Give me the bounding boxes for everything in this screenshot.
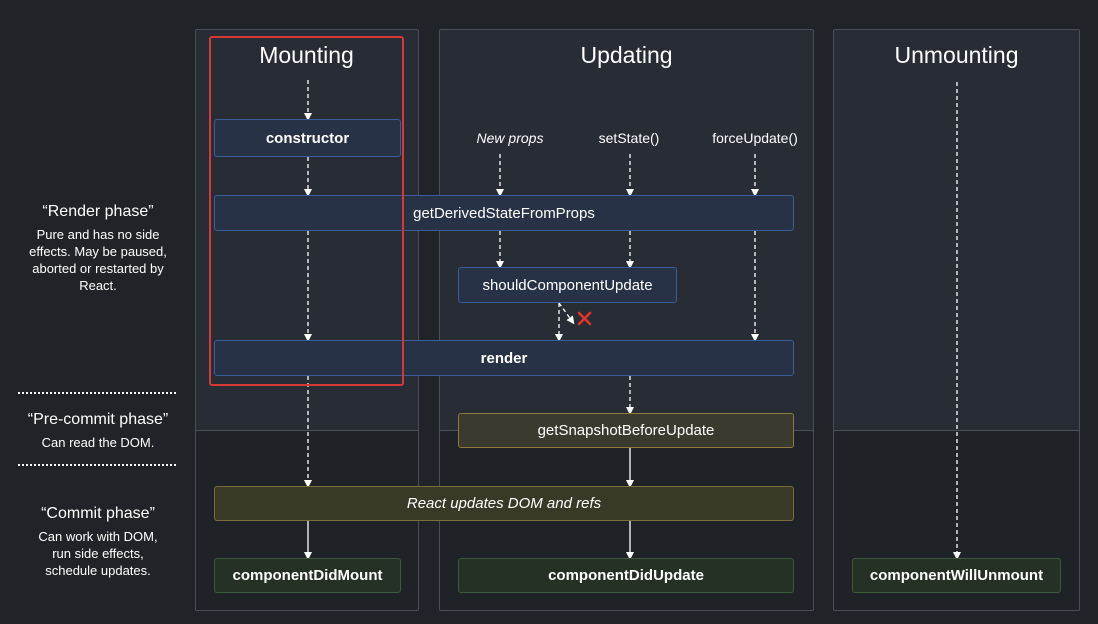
render-phase-title: “Render phase” [42, 203, 154, 220]
get-derived-state-from-props-box: getDerivedStateFromProps [214, 195, 794, 231]
component-did-update-box: componentDidUpdate [458, 558, 794, 593]
x-mark-icon [577, 311, 592, 326]
component-did-mount-box: componentDidMount [214, 558, 401, 593]
trigger-force-update: forceUpdate() [712, 130, 798, 146]
render-phase-description: Pure and has no side effects. May be pau… [29, 227, 167, 293]
commit-phase-title: “Commit phase” [41, 505, 155, 522]
get-snapshot-before-update-box: getSnapshotBeforeUpdate [458, 413, 794, 448]
unmounting-title: Unmounting [894, 42, 1019, 68]
phase-divider [18, 392, 176, 394]
precommit-phase-description: Can read the DOM. [41, 435, 155, 450]
trigger-new-props: New props [476, 130, 544, 146]
should-component-update-box: shouldComponentUpdate [458, 267, 677, 303]
phase-divider [18, 464, 176, 466]
mounting-highlight-frame [209, 36, 404, 386]
component-will-unmount-box: componentWillUnmount [852, 558, 1061, 593]
updating-title: Updating [580, 42, 673, 68]
mounting-title: Mounting [259, 42, 354, 68]
render-box: render [214, 340, 794, 376]
trigger-set-state: setState() [598, 130, 660, 146]
constructor-box: constructor [214, 119, 401, 157]
react-updates-dom-box: React updates DOM and refs [214, 486, 794, 521]
commit-phase-description: Can work with DOM, run side effects, sch… [38, 529, 158, 578]
precommit-phase-title: “Pre-commit phase” [27, 411, 169, 428]
